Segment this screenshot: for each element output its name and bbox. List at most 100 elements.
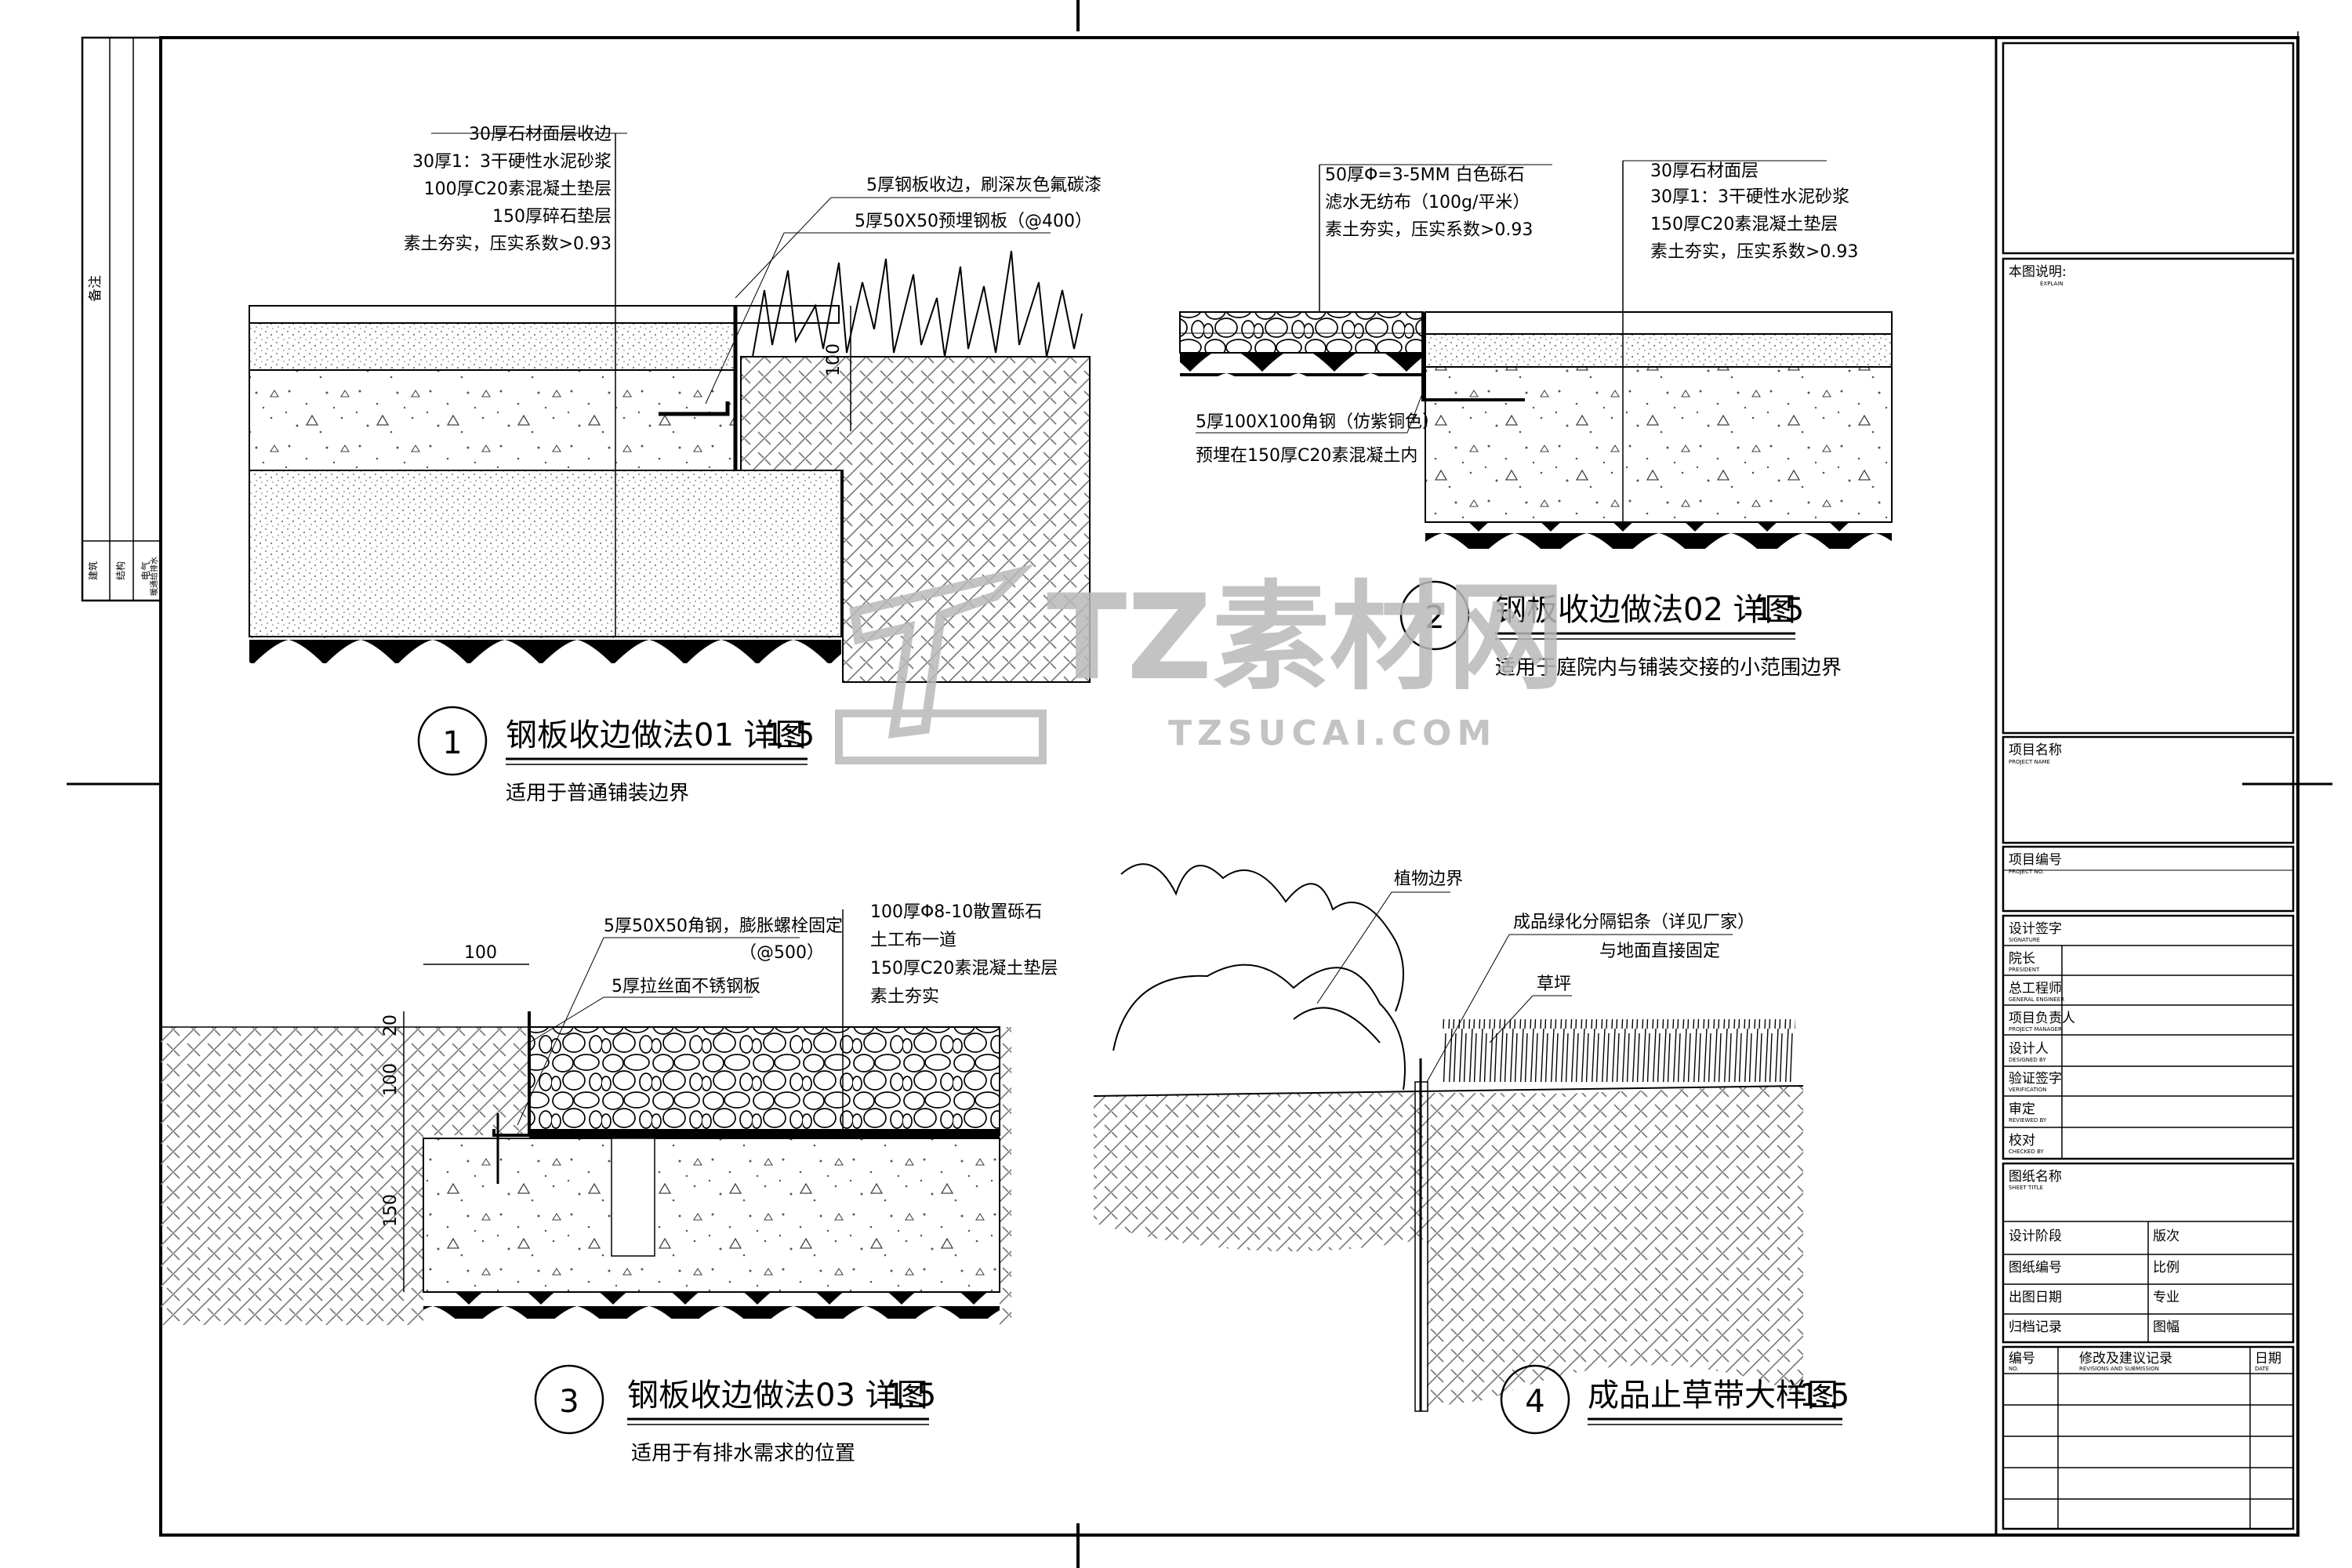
callout-1g: 5厚50X50预埋钢板（@400） xyxy=(855,212,1092,231)
lawn-grass xyxy=(1443,1019,1795,1082)
detail-1-number-circle xyxy=(417,706,488,776)
white-gravel xyxy=(1179,311,1424,354)
dim-3c: 100 xyxy=(381,1063,401,1096)
detail-4-number: 4 xyxy=(1525,1384,1544,1420)
callout-3g: 素土夯实 xyxy=(870,987,939,1007)
callout-2d: 30厚石材面层 xyxy=(1650,162,1759,181)
compacted-soil-3 xyxy=(423,1292,1000,1319)
callout-1a: 30厚石材面层收边 xyxy=(469,125,612,144)
detail-4-number-circle xyxy=(1500,1364,1570,1435)
strip-note: 备注 xyxy=(88,275,103,302)
tb-info-left-1: 图纸编号 xyxy=(2009,1260,2062,1276)
detail-1-subtitle: 适用于普通铺装边界 xyxy=(506,782,689,805)
geotextile-3 xyxy=(529,1129,1000,1138)
grass-sketch xyxy=(752,250,1083,358)
compacted-soil-2b xyxy=(1425,522,1892,549)
tb-role-4: 验证签字 xyxy=(2009,1071,2062,1087)
detail-2-number-circle xyxy=(1399,580,1470,651)
detail-3-subtitle: 适用于有排水需求的位置 xyxy=(631,1442,855,1465)
callout-3e: 土工布一道 xyxy=(870,931,956,950)
tb-signature-en: SIGNATURE xyxy=(2009,937,2040,943)
callout-4d: 草坪 xyxy=(1537,975,1571,994)
tb-role-4-en: VERIFICATION xyxy=(2009,1087,2046,1093)
tb-project-no-en: PROJECT NO. xyxy=(2009,869,2044,875)
callout-3d: 100厚Φ8-10散置砾石 xyxy=(870,902,1042,922)
dim-3a: 100 xyxy=(464,943,497,963)
drain-pipe xyxy=(611,1138,655,1257)
callout-4b: 成品绿化分隔铝条（详见厂家） xyxy=(1513,913,1755,932)
callout-4c: 与地面直接固定 xyxy=(1599,942,1720,961)
compacted-soil xyxy=(249,637,841,663)
tb-info-right-2: 专业 xyxy=(2153,1290,2180,1305)
detail-1-number: 1 xyxy=(442,725,462,761)
detail-2-number: 2 xyxy=(1425,600,1444,636)
tb-role-3: 设计人 xyxy=(2009,1041,2049,1057)
watermark: TZ素材网 TZSUCAI.COM xyxy=(835,564,1565,764)
detail-2-subtitle: 适用于庭院内与铺装交接的小范围边界 xyxy=(1495,656,1842,680)
angle-steel xyxy=(1421,312,1525,401)
callout-1f: 5厚钢板收边，刷深灰色氟碳漆 xyxy=(866,176,1102,195)
tb-info-right-1: 比例 xyxy=(2153,1260,2180,1276)
plant-outline xyxy=(1112,964,1406,1091)
stone-layer xyxy=(249,305,840,324)
tb-project-name-en: PROJECT NAME xyxy=(2009,759,2050,765)
tb-explain: 本图说明: xyxy=(2009,264,2067,280)
dim-3b: 20 xyxy=(381,1014,401,1036)
compacted-soil-2a xyxy=(1180,353,1423,376)
callout-3f: 150厚C20素混凝土垫层 xyxy=(870,959,1058,978)
tb-role-6: 校对 xyxy=(2009,1133,2035,1149)
detail-2-title: 钢板收边做法02 详图 xyxy=(1495,592,1796,628)
callout-2a: 50厚Φ=3-5MM 白色砾石 xyxy=(1325,165,1525,185)
detail-3-title: 钢板收边做法03 详图 xyxy=(627,1377,928,1414)
tb-role-3-en: DESIGNED BY xyxy=(2009,1057,2046,1063)
tb-role-2-en: PROJECT MANAGER xyxy=(2009,1026,2062,1033)
scattered-gravel-3 xyxy=(528,1026,1000,1136)
tb-role-6-en: CHECKED BY xyxy=(2009,1149,2045,1155)
lawn-soil xyxy=(740,356,1091,683)
mortar-layer-2 xyxy=(1425,333,1893,368)
callout-2f: 150厚C20素混凝土垫层 xyxy=(1650,215,1838,234)
tb-role-1: 总工程师 xyxy=(2009,981,2062,996)
callout-2e: 30厚1：3干硬性水泥砂浆 xyxy=(1650,187,1849,207)
callout-1c: 100厚C20素混凝土垫层 xyxy=(424,180,612,199)
strip-hvac: 暖通给排水 xyxy=(149,557,159,596)
concrete-layer-3 xyxy=(423,1138,1000,1293)
callout-3b: （@500） xyxy=(739,943,824,963)
tb-rev-record: 修改及建议记录 xyxy=(2079,1351,2172,1367)
tb-project-name: 项目名称 xyxy=(2009,742,2062,758)
sheet-frame xyxy=(67,0,2332,1568)
tb-explain-en: EXPLAIN xyxy=(2040,281,2063,287)
strip-struct: 结构 xyxy=(114,561,126,580)
tb-project-no: 项目编号 xyxy=(2009,852,2062,868)
callout-2c: 素土夯实，压实系数>0.93 xyxy=(1325,220,1533,240)
tb-sheet-title-en: SHEET TITLE xyxy=(2009,1185,2043,1191)
mortar-layer xyxy=(249,322,736,371)
stone-layer-2 xyxy=(1425,311,1893,335)
title-block-text: 本图说明: EXPLAIN 项目名称 PROJECT NAME 项目编号 PRO… xyxy=(2009,264,2281,1372)
detail-4-title: 成品止草带大样图 xyxy=(1588,1377,1838,1414)
tb-role-2: 项目负责人 xyxy=(2009,1011,2075,1026)
callout-2g: 素土夯实，压实系数>0.93 xyxy=(1650,242,1858,262)
tb-info-left-3: 归档记录 xyxy=(2009,1319,2062,1335)
detail-4-scale: 1:5 xyxy=(1799,1377,1849,1414)
detail-4: 植物边界 成品绿化分隔铝条（详见厂家） 与地面直接固定 草坪 4 成品止草带大样… xyxy=(1093,863,1849,1435)
dim-3d: 150 xyxy=(381,1194,401,1227)
strip-elec: 电气 xyxy=(140,561,151,580)
callout-2b: 滤水无纺布（100g/平米） xyxy=(1325,193,1530,212)
detail-3-scale: 1:5 xyxy=(886,1377,936,1414)
detail-1-scale: 1:5 xyxy=(764,717,815,753)
concrete-layer-2 xyxy=(1425,366,1893,523)
detail-2-scale: 1:5 xyxy=(1754,592,1804,628)
crushed-stone-layer xyxy=(249,470,842,637)
tb-info-left-0: 设计阶段 xyxy=(2009,1229,2062,1244)
tb-role-5-en: REVIEWED BY xyxy=(2009,1117,2047,1123)
soil-4 xyxy=(1094,1086,1803,1407)
watermark-logo xyxy=(849,564,1035,739)
detail-2: 50厚Φ=3-5MM 白色砾石 滤水无纺布（100g/平米） 素土夯实，压实系数… xyxy=(1179,160,1893,680)
callout-1e: 素土夯实，压实系数>0.93 xyxy=(404,234,612,254)
callout-1b: 30厚1：3干硬性水泥砂浆 xyxy=(412,152,612,172)
tb-sheet-title: 图纸名称 xyxy=(2009,1169,2062,1185)
tb-info-left-2: 出图日期 xyxy=(2009,1290,2062,1305)
callout-2h: 5厚100X100角钢（仿紫铜色） xyxy=(1196,412,1439,432)
